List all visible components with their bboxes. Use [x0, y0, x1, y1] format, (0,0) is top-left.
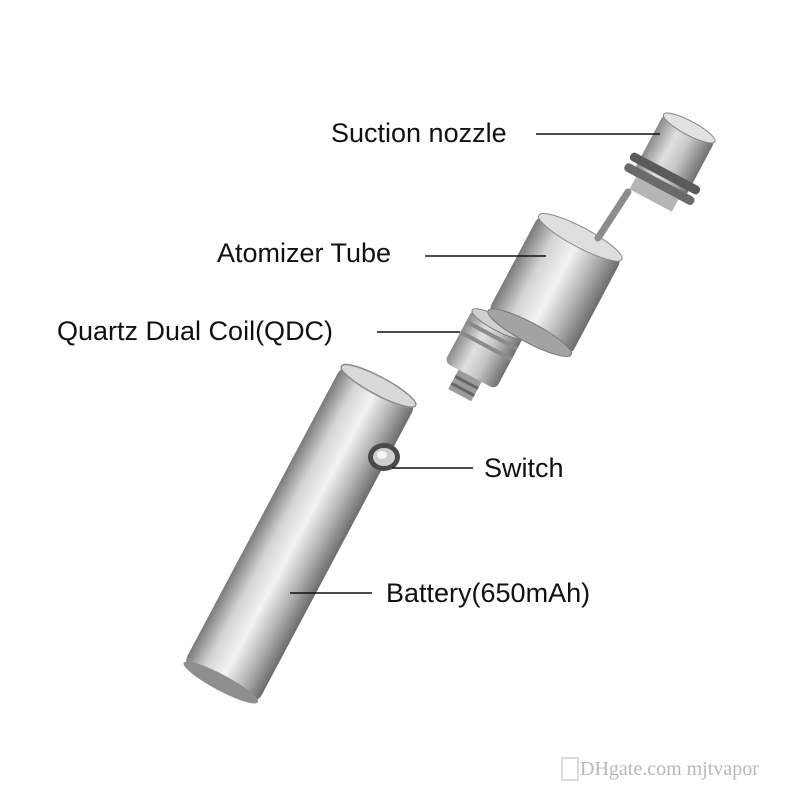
leader-lines: [290, 133, 660, 594]
watermark-logo: [561, 757, 579, 781]
battery: [183, 363, 417, 704]
label-quartz-coil: Quartz Dual Coil(QDC): [57, 316, 334, 346]
watermark: DHgate.com mjtvapor: [580, 758, 759, 781]
nozzle-straw: [594, 188, 632, 242]
atomizer-tube: [487, 213, 623, 357]
watermark-site: DHgate.com: [580, 758, 682, 780]
label-switch: Switch: [484, 453, 564, 483]
switch-button: [368, 443, 400, 471]
label-suction-nozzle: Suction nozzle: [331, 118, 507, 148]
label-atomizer-tube: Atomizer Tube: [217, 238, 392, 268]
suction-nozzle: [624, 112, 716, 212]
label-battery: Battery(650mAh): [386, 578, 591, 608]
watermark-seller: mjtvapor: [686, 758, 759, 780]
